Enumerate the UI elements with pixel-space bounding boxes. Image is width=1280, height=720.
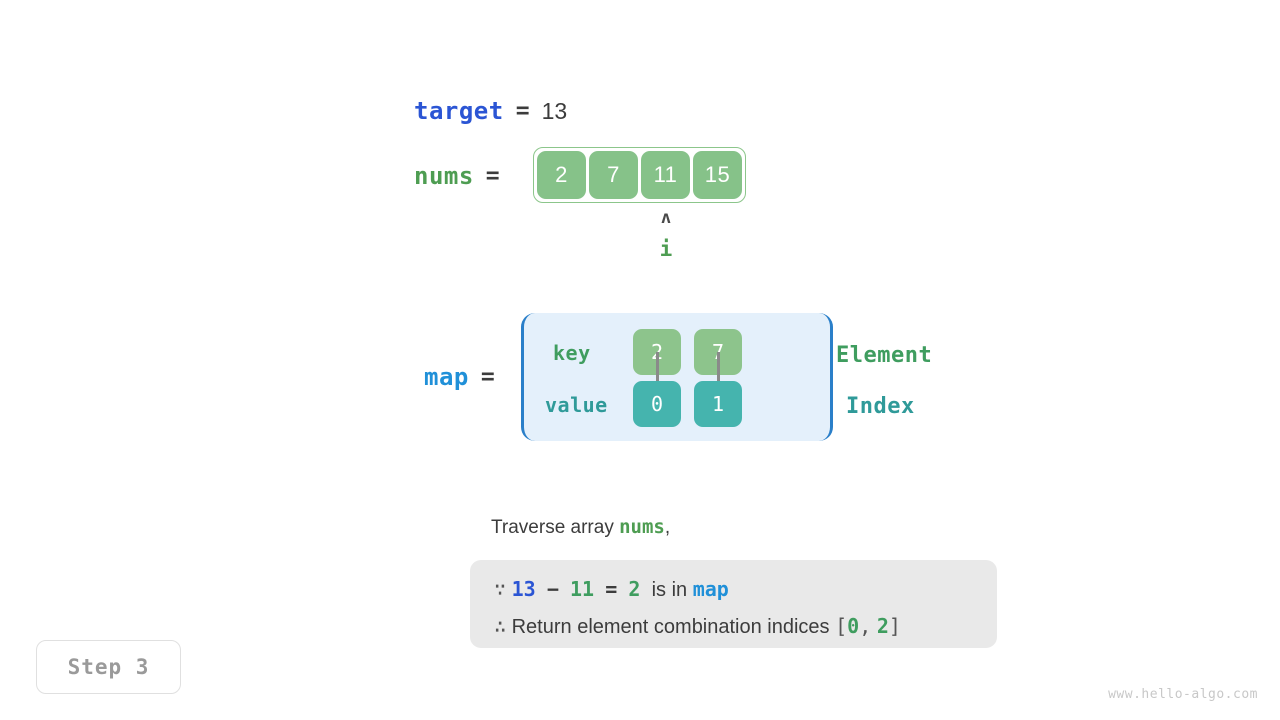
map-key-row-label: key xyxy=(553,341,591,365)
note-line-because: ∵ 13 − 11 = 2 is in map xyxy=(494,571,973,608)
note-box: ∵ 13 − 11 = 2 is in map ∴ Return element… xyxy=(470,560,997,648)
therefore-symbol-icon: ∴ xyxy=(494,614,507,638)
note-map-name: map xyxy=(692,577,729,601)
step-badge: Step 3 xyxy=(36,640,181,694)
pointer-label: i xyxy=(659,237,673,261)
map-value-box[interactable]: 0 xyxy=(633,381,681,427)
map-index-label: Index xyxy=(846,394,915,419)
map-value-row-label: value xyxy=(545,393,608,417)
map-equals-sign: = xyxy=(480,364,495,390)
map-element-label: Element xyxy=(836,343,933,368)
note-bracket-close: ] xyxy=(888,614,901,638)
watermark: www.hello-algo.com xyxy=(1108,687,1258,702)
map-value-box[interactable]: 1 xyxy=(694,381,742,427)
note-equals-sign: = xyxy=(605,577,618,601)
note-return-text: Return element combination indices xyxy=(511,616,830,638)
array-cell[interactable]: 7 xyxy=(589,151,638,199)
array-cell[interactable]: 11 xyxy=(641,151,690,199)
because-symbol-icon: ∵ xyxy=(494,577,507,601)
array-cell[interactable]: 15 xyxy=(693,151,742,199)
target-equals-sign: = xyxy=(515,98,530,124)
description-highlight-nums: nums xyxy=(619,516,665,538)
note-result-index-a: 0 xyxy=(847,614,860,638)
index-pointer: ʌ i xyxy=(638,210,694,262)
array-cell[interactable]: 2 xyxy=(537,151,586,199)
note-bracket-open: [ xyxy=(835,614,848,638)
nums-variable-name: nums xyxy=(414,162,474,190)
note-complement-value: 2 xyxy=(628,577,641,601)
note-target-value: 13 xyxy=(511,577,536,601)
note-current-value: 11 xyxy=(570,577,595,601)
note-is-in-text: is in xyxy=(651,579,688,601)
note-result-comma: , xyxy=(859,614,872,638)
step-badge-label: Step 3 xyxy=(67,655,150,679)
description-prefix: Traverse array xyxy=(491,517,620,538)
target-row: target = 13 xyxy=(414,95,567,127)
note-line-therefore: ∴ Return element combination indices [0,… xyxy=(494,608,973,645)
nums-array: 2 7 11 15 xyxy=(533,147,746,203)
map-row: map = xyxy=(424,363,507,391)
note-minus-sign: − xyxy=(546,577,559,601)
target-value: 13 xyxy=(541,97,568,124)
pointer-caret-icon: ʌ xyxy=(660,208,672,228)
map-variable-name: map xyxy=(424,363,469,391)
description-suffix: , xyxy=(664,517,671,538)
target-variable-name: target xyxy=(414,97,504,125)
note-result-index-b: 2 xyxy=(876,614,889,638)
nums-row: nums = xyxy=(414,160,512,192)
description-text: Traverse array nums, xyxy=(491,516,670,539)
nums-equals-sign: = xyxy=(485,163,500,189)
